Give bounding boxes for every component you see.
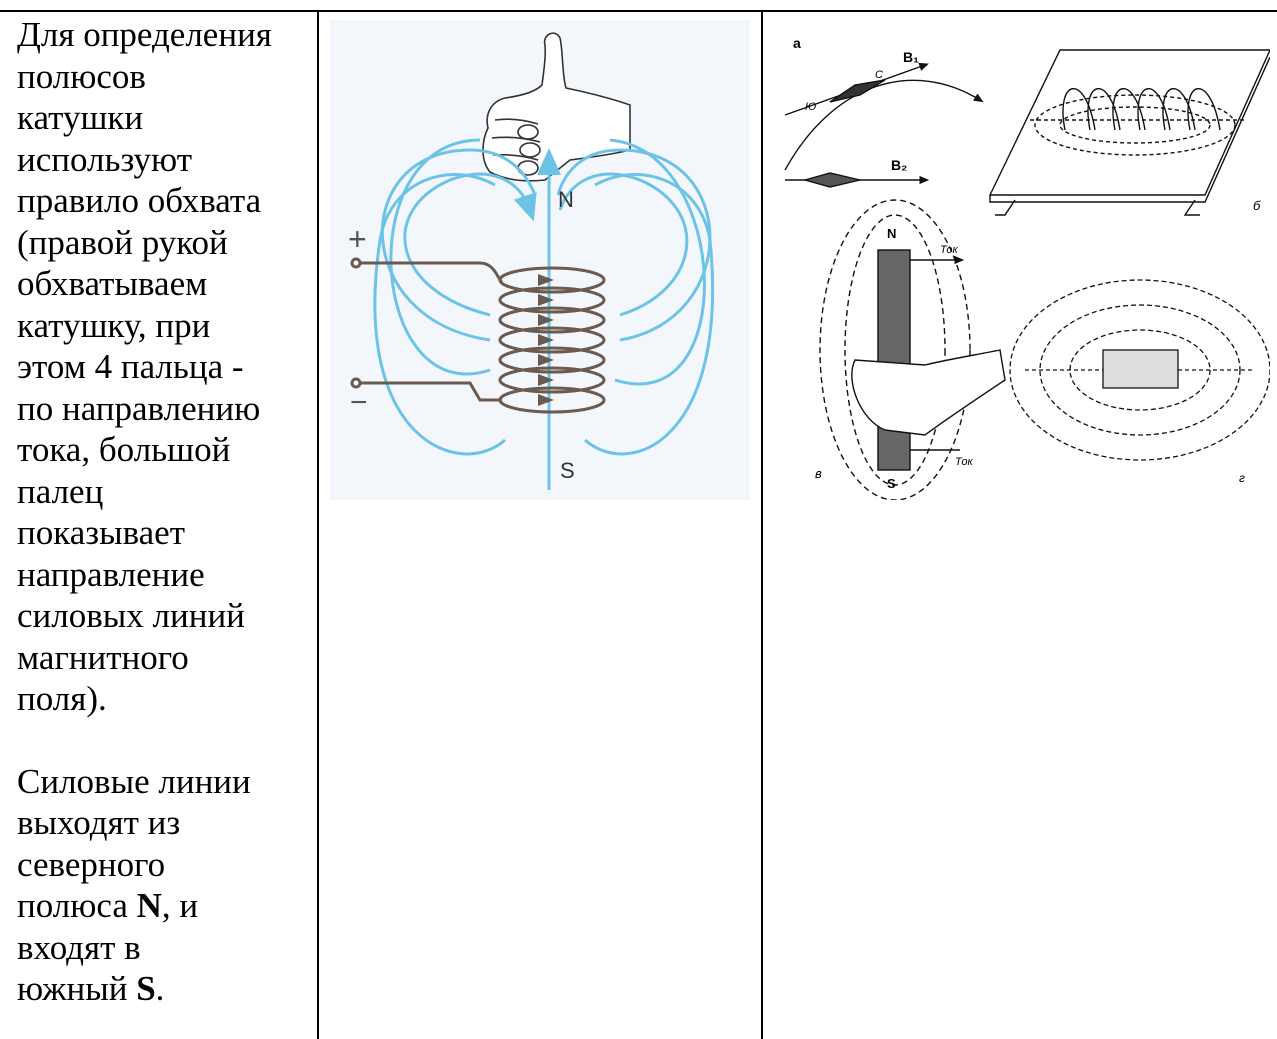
text-line: поля). <box>17 678 305 720</box>
right-hand-rule-figure: + − N S <box>330 20 750 500</box>
solenoid-hand-panel <box>820 200 1005 500</box>
text-line: северного <box>17 844 305 886</box>
field-illustrations: а B₁ B₂ Ю С б <box>775 20 1270 500</box>
panel-v-label: в <box>815 466 822 481</box>
b2-label: B₂ <box>891 157 907 173</box>
table-column-divider <box>317 10 319 1039</box>
text-line: тока, большой <box>17 429 305 471</box>
text-line: Для определения <box>17 14 305 56</box>
text-line: обхватываем <box>17 263 305 305</box>
text-line: правило обхвата <box>17 180 305 222</box>
current-arrows <box>538 274 554 406</box>
text-line: полюсов <box>17 56 305 98</box>
text-line: (правой рукой <box>17 222 305 264</box>
text-line: Силовые линии <box>17 761 305 803</box>
text-line: магнитного <box>17 637 305 679</box>
text-line: полюса N, и <box>17 885 305 927</box>
coil-board-panel <box>990 50 1270 215</box>
text-line: силовых линий <box>17 595 305 637</box>
table-top-border <box>0 10 1277 12</box>
explanation-text: Для определения полюсов катушки использу… <box>17 14 305 1010</box>
text-line: входят в <box>17 927 305 969</box>
text-line: южный S. <box>17 968 305 1010</box>
text-line: выходят из <box>17 802 305 844</box>
text-fragment: . <box>156 969 165 1008</box>
yu-label: Ю <box>805 101 816 113</box>
text-line: палец <box>17 471 305 513</box>
panel-g-label: г <box>1239 471 1245 485</box>
text-line: катушки <box>17 97 305 139</box>
text-fragment: южный <box>17 969 136 1008</box>
text-fragment: , и <box>162 886 198 925</box>
north-pole-label: N <box>558 187 574 212</box>
text-line: этом 4 пальца - <box>17 346 305 388</box>
paragraph-field-lines: Силовые линии выходят из северного полюс… <box>17 761 305 1010</box>
s-label: С <box>875 69 883 81</box>
north-pole-label: N <box>137 886 162 925</box>
field-lines <box>375 140 713 490</box>
text-fragment: полюса <box>17 886 137 925</box>
panel-a-label: а <box>793 35 801 51</box>
coil-field-diagram: + − N S <box>330 20 750 500</box>
south-pole-label: S <box>136 969 155 1008</box>
text-line: показывает <box>17 512 305 554</box>
text-line: используют <box>17 139 305 181</box>
bar-magnet-panel <box>1010 280 1270 460</box>
magnetic-field-figures: а B₁ B₂ Ю С б <box>775 20 1270 500</box>
b1-label: B₁ <box>903 49 919 65</box>
current-label: Ток <box>955 456 973 468</box>
paragraph-rule: Для определения полюсов катушки использу… <box>17 14 305 720</box>
current-label: Ток <box>940 244 958 256</box>
plus-terminal-label: + <box>348 221 367 257</box>
text-line: по направлению <box>17 388 305 430</box>
text-line: направление <box>17 554 305 596</box>
text-line: (правой рукой <box>17 222 228 264</box>
compass-needles-panel <box>785 65 980 187</box>
panel-b-label: б <box>1253 198 1261 213</box>
table-column-divider <box>761 10 763 1039</box>
north-pole-label: N <box>887 226 896 241</box>
south-pole-label: S <box>560 458 575 483</box>
minus-terminal-label: − <box>350 386 368 419</box>
text-line: катушку, при <box>17 305 305 347</box>
south-pole-label: S <box>887 476 896 491</box>
